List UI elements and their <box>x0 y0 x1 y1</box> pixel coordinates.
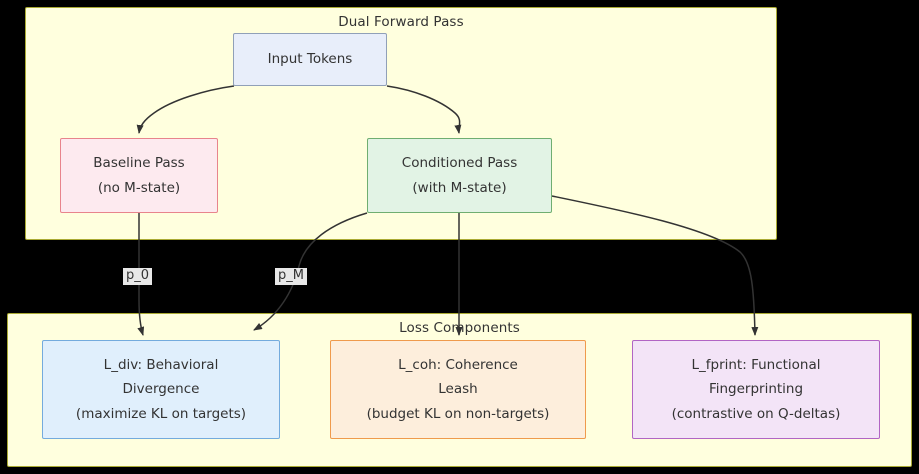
node-baseline-pass-line-2: (no M-state) <box>97 179 181 196</box>
node-l-coh-line-2: Leash <box>438 381 478 398</box>
subgraph-title-loss-components: Loss Components <box>399 320 520 336</box>
node-conditioned-pass-line-1: Conditioned Pass <box>401 154 518 171</box>
node-baseline-pass-line-1: Baseline Pass <box>93 154 185 171</box>
node-l-div-line-1: L_div: Behavioral <box>103 356 219 373</box>
node-baseline-pass[interactable]: Baseline Pass (no M-state) <box>60 138 218 213</box>
node-l-fprint-line-3: (contrastive on Q-deltas) <box>671 405 841 422</box>
node-l-coh-line-3: (budget KL on non-targets) <box>366 405 550 422</box>
node-l-coh[interactable]: L_coh: Coherence Leash (budget KL on non… <box>330 340 586 439</box>
edge-label-p-m: p_M <box>275 268 307 285</box>
node-l-div-line-3: (maximize KL on targets) <box>75 405 247 422</box>
node-conditioned-pass-line-2: (with M-state) <box>412 179 507 196</box>
node-input-tokens[interactable]: Input Tokens <box>233 33 387 86</box>
subgraph-title-dual-forward-pass: Dual Forward Pass <box>338 14 464 30</box>
node-l-fprint-line-1: L_fprint: Functional <box>691 356 821 373</box>
node-input-tokens-line-1: Input Tokens <box>267 51 353 68</box>
node-l-fprint-line-2: Fingerprinting <box>708 381 804 398</box>
edge-label-p-0: p_0 <box>123 268 153 285</box>
node-l-div-line-2: Divergence <box>122 381 200 398</box>
node-l-fprint[interactable]: L_fprint: Functional Fingerprinting (con… <box>632 340 880 439</box>
node-l-coh-line-1: L_coh: Coherence <box>398 356 518 373</box>
node-l-div[interactable]: L_div: Behavioral Divergence (maximize K… <box>42 340 280 439</box>
node-conditioned-pass[interactable]: Conditioned Pass (with M-state) <box>367 138 552 213</box>
